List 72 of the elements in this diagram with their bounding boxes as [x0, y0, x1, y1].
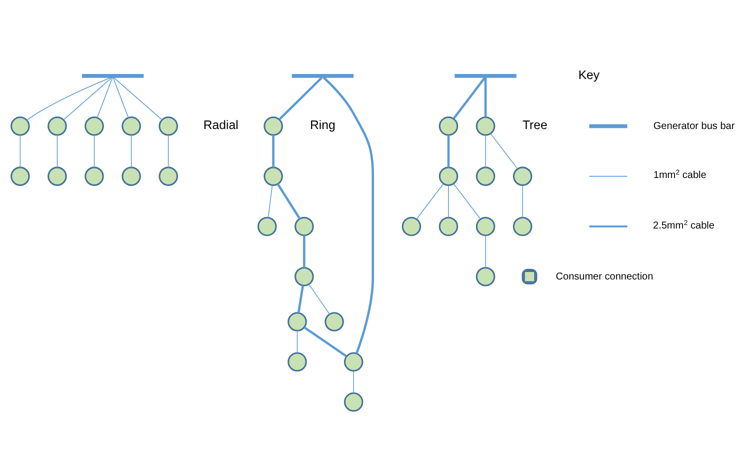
node-circle — [512, 216, 532, 236]
node-circle — [258, 216, 277, 236]
label: Radial — [203, 118, 238, 132]
connector — [416, 182, 444, 219]
node-circle — [438, 216, 458, 236]
connector — [168, 134, 169, 168]
connector — [272, 134, 274, 167]
connector — [322, 76, 374, 354]
node-circle — [158, 166, 178, 186]
connector — [276, 182, 301, 219]
node-circle — [10, 166, 30, 186]
legend-label: 2.5mm$^{2}$ cable — [653, 219, 714, 231]
connector — [452, 76, 486, 119]
node-circle — [288, 352, 307, 372]
node-circle — [84, 166, 104, 186]
connector — [485, 234, 486, 268]
connector — [448, 184, 449, 218]
connector — [484, 77, 487, 117]
node-circle — [402, 216, 422, 236]
connector — [278, 76, 323, 120]
connector — [113, 76, 162, 120]
node-bar — [82, 74, 144, 78]
label: Ring — [310, 118, 336, 132]
node-circle — [344, 392, 364, 412]
legend-label: Consumer connection — [556, 270, 654, 282]
connector — [304, 326, 347, 357]
connector — [94, 134, 95, 168]
connector — [303, 235, 306, 268]
connector — [130, 134, 132, 168]
connector — [447, 134, 450, 167]
node-bar — [454, 74, 516, 78]
node-circle — [344, 352, 364, 372]
connector — [26, 76, 112, 120]
node-circle — [48, 116, 67, 136]
connector — [485, 134, 486, 168]
node-circle — [122, 116, 141, 136]
connector — [353, 370, 354, 393]
node-circle — [264, 166, 283, 186]
connector — [96, 76, 113, 118]
node-circle — [84, 116, 104, 136]
connector — [297, 284, 304, 313]
label: Tree — [522, 118, 548, 132]
node-circle — [122, 166, 141, 186]
connector — [296, 330, 298, 353]
node-circle — [476, 116, 496, 136]
connector — [522, 184, 523, 218]
legend-label: Generator bus bar — [653, 120, 735, 132]
node-circle — [438, 116, 458, 136]
node-circle — [10, 116, 30, 136]
connector — [20, 134, 21, 168]
node-circle — [512, 166, 532, 186]
legend-label: 1mm$^{2}$ cable — [653, 169, 706, 181]
node-circle — [476, 216, 496, 236]
node-circle — [48, 166, 67, 186]
node-circle — [288, 312, 307, 331]
node-circle — [438, 166, 458, 186]
connector — [268, 184, 273, 218]
node-circle — [476, 166, 496, 186]
connector — [63, 76, 112, 120]
connector — [308, 283, 330, 314]
node-circle — [294, 266, 314, 286]
connector — [56, 134, 58, 168]
label: Key — [578, 67, 600, 82]
connector — [112, 76, 129, 118]
node-circle — [324, 312, 344, 331]
node-bar — [292, 74, 354, 78]
node-circle — [476, 266, 496, 286]
node-circle — [264, 116, 283, 136]
node-circle — [158, 116, 178, 136]
connector — [453, 182, 481, 219]
node-circle — [294, 216, 314, 236]
connector — [490, 132, 518, 169]
